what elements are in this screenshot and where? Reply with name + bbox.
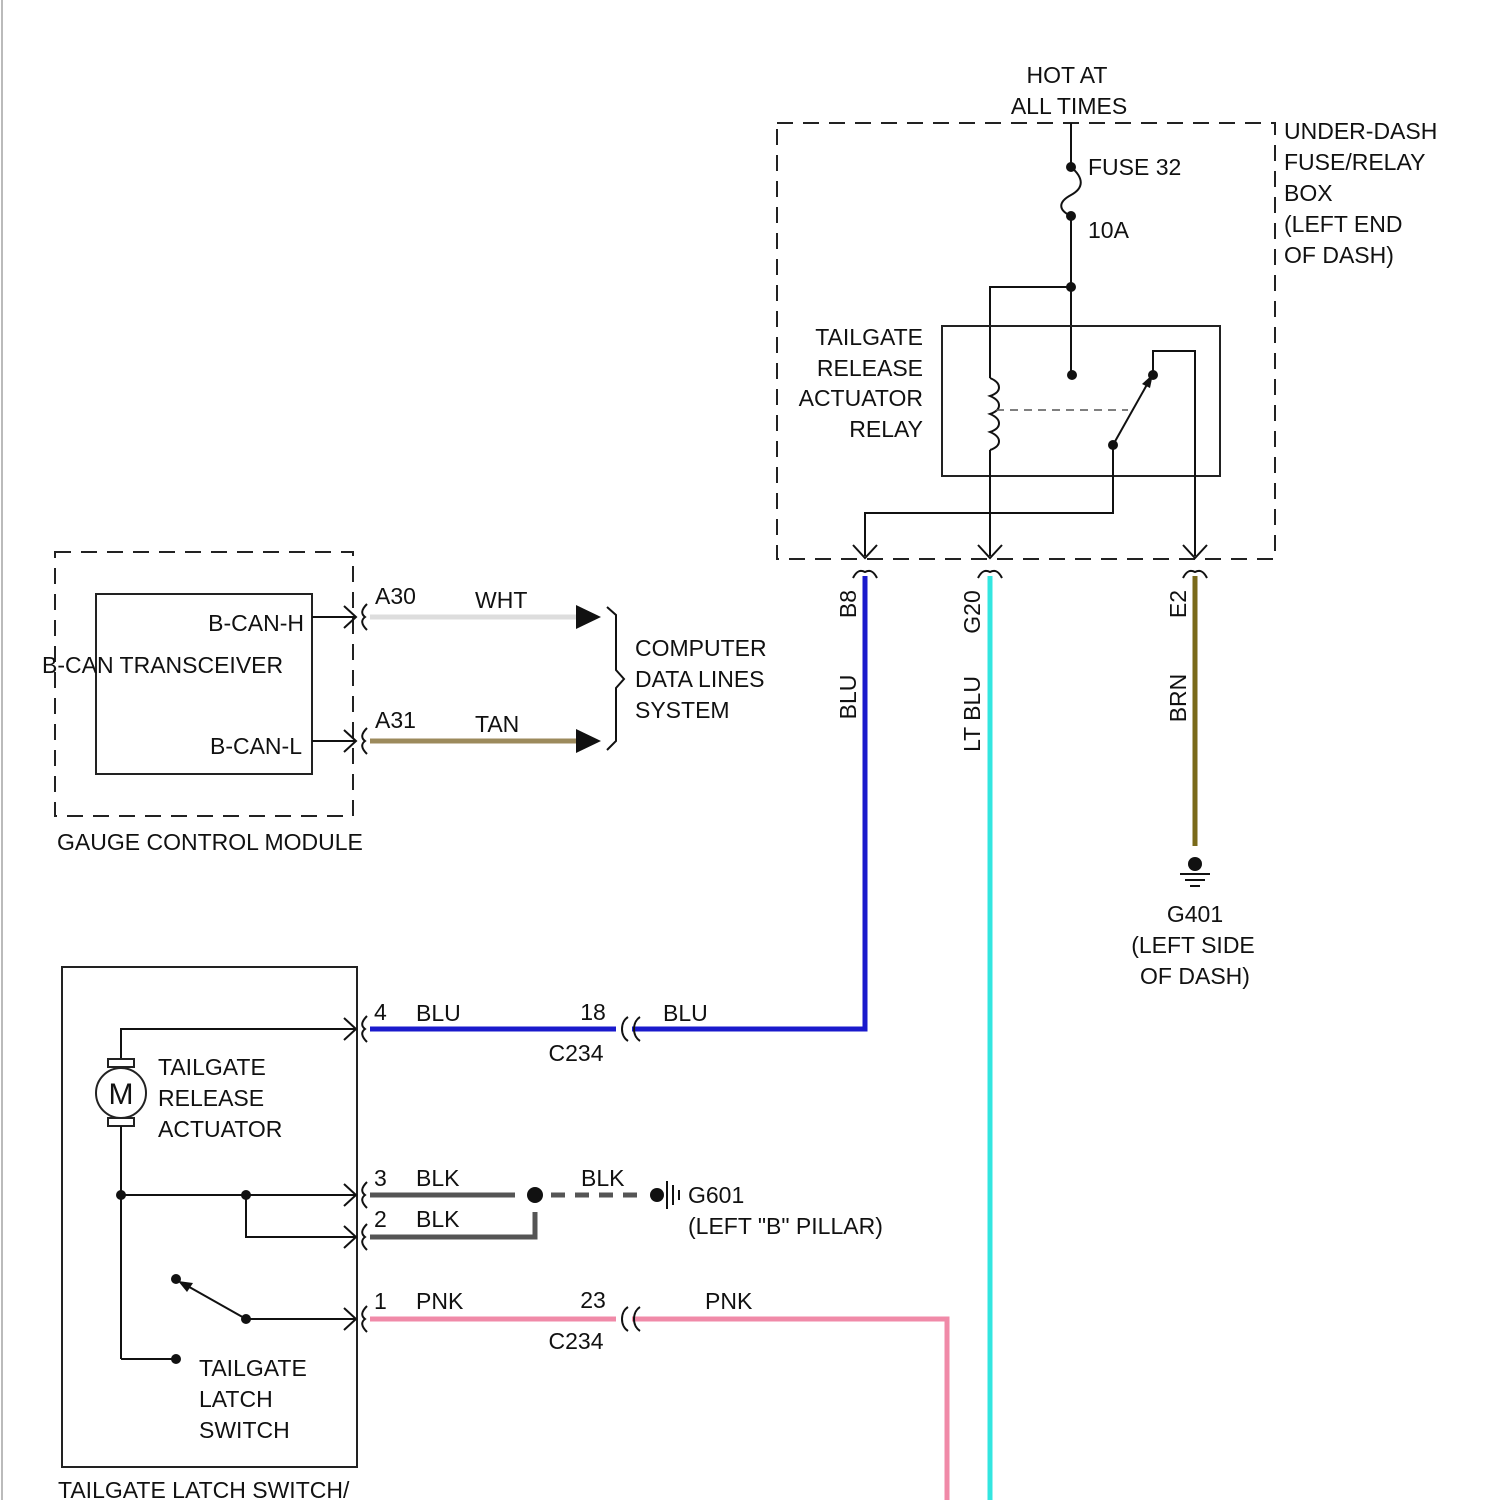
fuse-box-name-line1: UNDER-DASH bbox=[1284, 118, 1437, 144]
wire-label-wht: WHT bbox=[475, 587, 527, 613]
actuator-label-line2: RELEASE bbox=[158, 1085, 264, 1111]
wire-label-pnk-c234: PNK bbox=[705, 1288, 753, 1314]
wire-label-pnk-pin1: PNK bbox=[416, 1288, 464, 1314]
pin-g20-label: G20 bbox=[959, 590, 985, 633]
ground-g401-id: G401 bbox=[1167, 901, 1223, 927]
fuse-label: FUSE 32 bbox=[1088, 154, 1181, 180]
ground-g401: G401 (LEFT SIDE OF DASH) bbox=[1131, 857, 1255, 989]
c234-pin-blu: 18 bbox=[580, 999, 606, 1025]
data-lines-line2: DATA LINES bbox=[635, 666, 765, 692]
arrow-can-l bbox=[576, 729, 601, 753]
wire-label-blu-pin4: BLU bbox=[416, 1000, 461, 1026]
fuse-relay-box: HOT AT ALL TIMES UNDER-DASH FUSE/RELAY B… bbox=[777, 62, 1437, 634]
relay-label-line2: RELEASE bbox=[817, 355, 923, 381]
wire-label-blk-g601: BLK bbox=[581, 1165, 625, 1191]
fuse-box-name-line5: OF DASH) bbox=[1284, 242, 1394, 268]
relay-switch-arm bbox=[1113, 381, 1149, 445]
arrow-can-h bbox=[576, 605, 601, 629]
wire-label-blk-pin2: BLK bbox=[416, 1206, 460, 1232]
relay-label-line3: ACTUATOR bbox=[799, 385, 923, 411]
ground-g601-dot bbox=[650, 1188, 664, 1202]
blk-splice-dot bbox=[527, 1187, 543, 1203]
wire-label-brn: BRN bbox=[1165, 674, 1191, 723]
gauge-control-module: B-CAN-H B-CAN TRANSCEIVER B-CAN-L A30 A3… bbox=[42, 552, 416, 855]
pin-3-label: 3 bbox=[374, 1165, 387, 1191]
ground-g601: G601 (LEFT "B" PILLAR) bbox=[650, 1181, 883, 1239]
motor-brush-bottom bbox=[108, 1118, 134, 1126]
pin-a30-label: A30 bbox=[375, 583, 416, 609]
relay-label-line4: RELAY bbox=[849, 416, 923, 442]
power-label-line2: ALL TIMES bbox=[1011, 93, 1127, 119]
data-lines-line3: SYSTEM bbox=[635, 697, 730, 723]
can-h-label: B-CAN-H bbox=[208, 610, 304, 636]
fuse-box-name-line2: FUSE/RELAY bbox=[1284, 149, 1425, 175]
ground-g401-dot bbox=[1188, 857, 1202, 871]
ground-g601-id: G601 bbox=[688, 1182, 744, 1208]
switch-label-line1: TAILGATE bbox=[199, 1355, 307, 1381]
actuator-label-line1: TAILGATE bbox=[158, 1054, 266, 1080]
wire-label-lt-blu: LT BLU bbox=[959, 676, 985, 752]
pin-e2-label: E2 bbox=[1165, 590, 1191, 618]
switch-label-line3: SWITCH bbox=[199, 1417, 290, 1443]
wire-label-blu: BLU bbox=[835, 675, 861, 720]
relay-fixed-contact bbox=[1067, 370, 1077, 380]
latch-assembly-name: TAILGATE LATCH SWITCH/ bbox=[58, 1477, 350, 1500]
wire-pnk-c234 bbox=[632, 1319, 947, 1500]
fuse-symbol bbox=[1061, 167, 1081, 216]
power-label-line1: HOT AT bbox=[1027, 62, 1108, 88]
data-lines-line1: COMPUTER bbox=[635, 635, 767, 661]
gauge-module-name: GAUGE CONTROL MODULE bbox=[57, 829, 363, 855]
relay-label-line1: TAILGATE bbox=[815, 324, 923, 350]
coil-feed-wire bbox=[990, 287, 1071, 378]
ground-g401-loc1: (LEFT SIDE bbox=[1131, 932, 1255, 958]
fuse-box-name-line3: BOX bbox=[1284, 180, 1333, 206]
wire-label-blk-pin3: BLK bbox=[416, 1165, 460, 1191]
fuse-box-name-line4: (LEFT END bbox=[1284, 211, 1402, 237]
fuse-rating: 10A bbox=[1088, 217, 1130, 243]
pin-4-label: 4 bbox=[374, 999, 387, 1025]
c234-label-pnk: C234 bbox=[549, 1328, 604, 1354]
switch-arm bbox=[184, 1284, 246, 1319]
pin-1-label: 1 bbox=[374, 1288, 387, 1314]
wire-label-blu-c234: BLU bbox=[663, 1000, 708, 1026]
can-l-label: B-CAN-L bbox=[210, 733, 302, 759]
pin-b8-label: B8 bbox=[835, 590, 861, 618]
relay-to-pin-e2 bbox=[1153, 351, 1195, 556]
pin-2-label: 2 bbox=[374, 1206, 387, 1232]
relay-coil bbox=[990, 378, 999, 450]
c234-label-blu: C234 bbox=[549, 1040, 604, 1066]
switch-label-line2: LATCH bbox=[199, 1386, 273, 1412]
wire-label-tan: TAN bbox=[475, 711, 519, 737]
data-lines-brace bbox=[607, 607, 624, 750]
switch-contact-open bbox=[171, 1274, 181, 1284]
actuator-label-line3: ACTUATOR bbox=[158, 1116, 282, 1142]
motor-brush-top bbox=[108, 1059, 134, 1067]
ground-branch-pin2 bbox=[246, 1195, 355, 1237]
transceiver-label: B-CAN TRANSCEIVER bbox=[42, 652, 283, 678]
ground-g601-location: (LEFT "B" PILLAR) bbox=[688, 1213, 883, 1239]
motor-symbol-label: M bbox=[109, 1078, 134, 1111]
tailgate-latch-assembly: TAILGATE LATCH SWITCH/ M TAILGATE RELEAS… bbox=[58, 967, 387, 1500]
pin-a31-label: A31 bbox=[375, 707, 416, 733]
c234-pin-pnk: 23 bbox=[580, 1287, 606, 1313]
gauge-module-outline bbox=[55, 552, 353, 816]
switch-arm-arrowhead bbox=[178, 1281, 193, 1292]
ground-g401-loc2: OF DASH) bbox=[1140, 963, 1250, 989]
switch-contact-closed bbox=[171, 1354, 181, 1364]
relay-body bbox=[942, 326, 1220, 476]
